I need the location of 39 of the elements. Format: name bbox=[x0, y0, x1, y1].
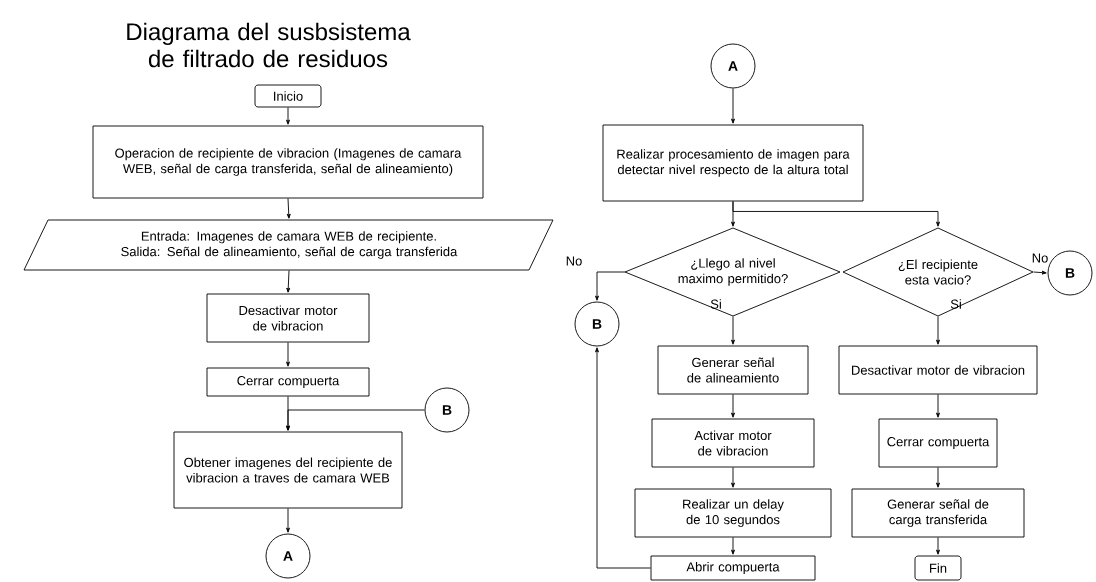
process-box: Realizar procesamiento de imagen para detectar nivel respecto de la altura total bbox=[602, 124, 864, 202]
arrow bbox=[731, 467, 735, 488]
edge-label: Si bbox=[710, 299, 721, 309]
process-box: Desactivar motor de vibracion bbox=[206, 293, 370, 343]
title: Diagrama del susbsistema de filtrado de residuos bbox=[127, 22, 411, 68]
terminal-box: Inicio bbox=[254, 84, 322, 108]
arrow bbox=[286, 198, 291, 219]
arrow bbox=[595, 271, 626, 301]
arrow bbox=[936, 316, 940, 345]
arrow bbox=[731, 394, 735, 418]
process-box: Desactivar motor de vibracion bbox=[838, 345, 1038, 395]
process-box: Obtener imagenes del recipiente de vibracion a traves de camara WEB bbox=[173, 431, 403, 509]
arrow bbox=[731, 88, 735, 124]
arrow bbox=[936, 394, 940, 418]
process-box: Cerrar compuerta bbox=[206, 367, 370, 397]
process-box: Generar señal de alineamiento bbox=[657, 345, 809, 395]
arrow bbox=[731, 316, 735, 345]
arrow bbox=[732, 201, 940, 227]
arrow bbox=[286, 270, 291, 293]
arrow bbox=[286, 409, 425, 431]
process-box: Generar señal de carga transferida bbox=[851, 488, 1025, 538]
arrow bbox=[936, 537, 940, 555]
edge-label: No bbox=[566, 256, 582, 266]
arrow bbox=[286, 107, 290, 125]
process-box: Activar motor de vibracion bbox=[651, 418, 815, 468]
edge-label: No bbox=[1032, 253, 1048, 263]
arrow bbox=[595, 347, 651, 569]
arrow bbox=[286, 342, 290, 367]
edge-label: Si bbox=[950, 299, 961, 309]
arrow bbox=[1033, 270, 1047, 275]
process-box: Abrir compuerta bbox=[650, 555, 816, 581]
process-box: Cerrar compuerta bbox=[878, 418, 998, 468]
terminal-box: Fin bbox=[914, 555, 962, 581]
arrow bbox=[286, 508, 290, 533]
process-box: Operacion de recipiente de vibracion (Imagenes de camara WEB, señal de carga transferida, señal de alineamiento) bbox=[92, 125, 484, 199]
process-box: Realizar un delay de 10 segundos bbox=[634, 488, 832, 538]
arrow bbox=[936, 467, 940, 488]
arrow bbox=[731, 537, 735, 555]
io-parallelogram: Entrada: Imagenes de camara WEB de recipiente. Salida: Señal de alineamiento, señal de carga transferida bbox=[23, 219, 554, 271]
